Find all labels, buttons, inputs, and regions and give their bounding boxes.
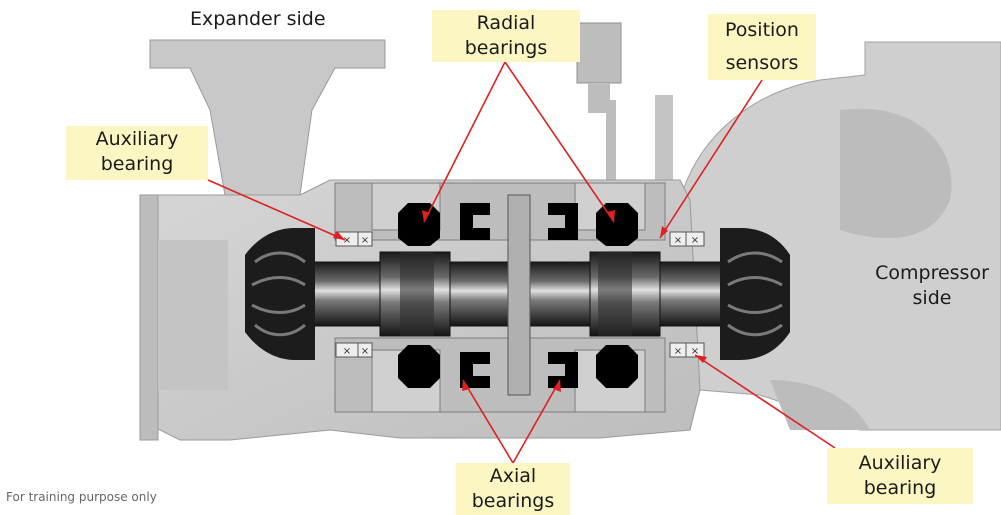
label-compressor-line1: Compressor (875, 262, 989, 284)
label-compressor-line2: side (912, 287, 952, 309)
label-radial-line1: Radial (476, 12, 536, 34)
aux-bearing-right-upper: × × (669, 231, 705, 247)
axial-bearing-right-lower (548, 352, 578, 388)
svg-text:×: × (343, 235, 351, 246)
axial-bearing-left-lower (460, 352, 490, 388)
svg-text:×: × (361, 235, 369, 246)
label-box-axial (456, 463, 570, 515)
svg-text:×: × (361, 346, 369, 357)
label-axial-line2: bearings (471, 490, 555, 512)
leader-arrowheads (333, 210, 707, 392)
radial-bearing-left-lower (398, 345, 440, 388)
label-aux-right-line1: Auxiliary (858, 452, 942, 474)
label-position-sensors: Position sensors (708, 18, 816, 76)
radial-bearing-right-upper (596, 203, 638, 246)
aux-bearing-left-lower: × × (335, 342, 373, 358)
label-box-position (708, 14, 816, 80)
aux-bearing-left-upper: × × (335, 231, 373, 247)
position-sensor-column (576, 22, 673, 220)
svg-text:×: × (674, 235, 682, 246)
label-aux-left-line2: bearing (100, 153, 174, 175)
label-box-radial (432, 10, 580, 62)
label-box-aux-left (66, 126, 208, 180)
leader-axial-right (512, 379, 561, 464)
compressor-impeller (720, 228, 790, 360)
label-aux-left-line1: Auxiliary (95, 128, 179, 150)
label-radial-bearings: Radial bearings (432, 11, 580, 61)
rotor-shaft (284, 251, 741, 337)
expander-impeller (245, 228, 315, 360)
label-aux-right-line2: bearing (863, 477, 937, 499)
label-compressor-side: Compressor side (866, 261, 998, 311)
leader-aux-right (694, 354, 836, 449)
thrust-disc (507, 194, 531, 396)
svg-text:×: × (343, 346, 351, 357)
leader-radial-left (423, 61, 506, 223)
footer-note: For training purpose only (6, 490, 157, 504)
leader-aux-left (207, 179, 346, 241)
axial-bearing-left-upper (460, 203, 490, 240)
axial-bearing-right-upper (548, 203, 578, 240)
leader-lines (207, 61, 836, 464)
label-box-aux-right (827, 448, 973, 504)
leader-position-sensor (659, 79, 763, 239)
label-radial-line2: bearings (464, 37, 548, 59)
radial-bearing-left-upper (398, 203, 440, 246)
leader-radial-right (504, 61, 615, 223)
label-position-line2: sensors (725, 52, 799, 74)
label-position-line1: Position (725, 19, 799, 41)
leader-axial-left (462, 379, 514, 464)
radial-bearing-right-lower (596, 345, 638, 388)
svg-text:×: × (674, 346, 682, 357)
svg-text:×: × (691, 346, 699, 357)
label-aux-bearing-right: Auxiliary bearing (827, 451, 973, 501)
svg-text:×: × (691, 235, 699, 246)
label-expander-side: Expander side (190, 8, 326, 30)
label-axial-bearings: Axial bearings (456, 464, 570, 514)
aux-bearing-right-lower: × × (669, 342, 705, 358)
label-aux-bearing-left: Auxiliary bearing (66, 127, 208, 177)
label-axial-line1: Axial (489, 465, 537, 487)
